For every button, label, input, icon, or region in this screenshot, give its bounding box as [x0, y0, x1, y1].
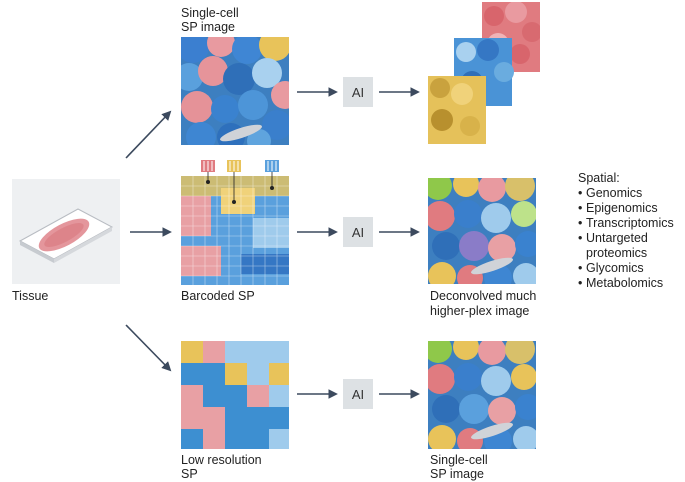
spatial-item: Glycomics	[578, 261, 674, 276]
low-resolution-sp-image	[181, 341, 289, 449]
top-title-line1: Single-cell	[181, 6, 239, 20]
ai-box-top: AI	[343, 77, 373, 107]
bottom-title-line2: SP	[181, 467, 198, 481]
middle-output-line1: Deconvolved much	[430, 289, 537, 303]
stacked-output-images	[428, 2, 540, 144]
spatial-heading: Spatial:	[578, 171, 620, 185]
bottom-output-line1: Single-cell	[430, 453, 488, 467]
spatial-item: Untargeted proteomics	[578, 231, 666, 261]
barcoded-sp-image	[181, 158, 289, 285]
ai-box-bottom: AI	[343, 379, 373, 409]
spatial-item: Transcriptomics	[578, 216, 674, 231]
top-title-line2: SP image	[181, 20, 235, 34]
bottom-output-line2: SP image	[430, 467, 484, 481]
deconvolved-image	[428, 178, 536, 284]
arrow-tissue-to-top	[125, 110, 172, 159]
tissue-label: Tissue	[12, 289, 49, 303]
bottom-single-cell-output-image	[428, 341, 536, 449]
spatial-item: Genomics	[578, 186, 674, 201]
spatial-item: Epigenomics	[578, 201, 674, 216]
spatial-item: Metabolomics	[578, 276, 674, 291]
tissue-slide-image	[12, 179, 120, 284]
middle-title: Barcoded SP	[181, 289, 255, 303]
spatial-omics-list: Spatial: Genomics Epigenomics Transcript…	[578, 171, 674, 291]
middle-output-line2: higher-plex image	[430, 304, 530, 318]
ai-box-middle: AI	[343, 217, 373, 247]
bottom-title-line1: Low resolution	[181, 453, 262, 467]
arrow-tissue-to-bottom	[125, 324, 172, 372]
single-cell-sp-image	[181, 37, 289, 145]
